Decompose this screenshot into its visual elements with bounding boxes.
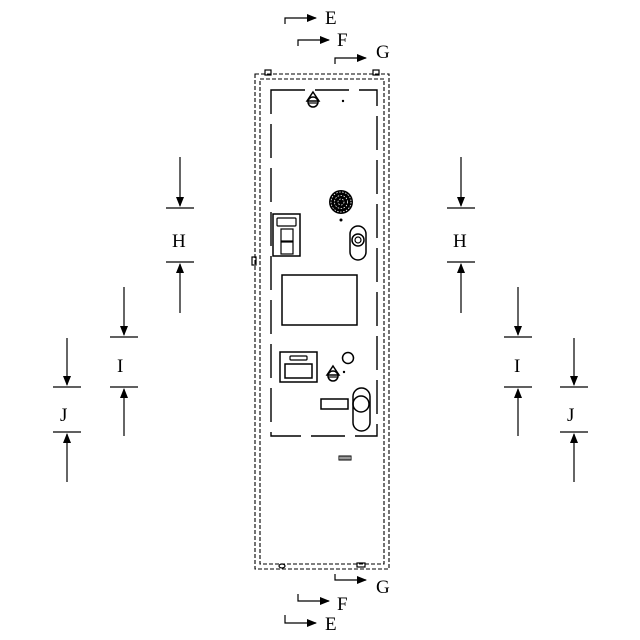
- lower-lock-icon: [327, 366, 339, 381]
- dimension-label-i-left: I: [117, 356, 123, 377]
- section-label-e-top: E: [325, 8, 337, 29]
- door-outline: [271, 90, 377, 436]
- section-cut-f-top: F: [298, 30, 348, 51]
- dimension-i-left: I: [110, 287, 138, 436]
- section-label-g-bottom: G: [376, 577, 390, 598]
- card-reader-module: [273, 214, 300, 256]
- section-cut-e-top: E: [285, 8, 337, 29]
- indicator-dot-lower: [343, 371, 345, 373]
- cabinet-outline: [252, 70, 389, 569]
- indicator-dot-top: [342, 100, 344, 102]
- bottom-tab-right: [357, 563, 365, 567]
- section-label-e-bottom: E: [325, 614, 337, 635]
- top-lock-icon: [307, 92, 319, 107]
- dimension-label-j-left: J: [60, 405, 67, 426]
- bottom-hole-left: [279, 564, 285, 568]
- speaker-grille: [329, 190, 353, 222]
- round-button: [343, 353, 354, 364]
- dimension-label-h-left: H: [172, 231, 186, 252]
- dimension-label-h-right: H: [453, 231, 467, 252]
- dimension-h-right: H: [447, 157, 475, 313]
- push-button: [350, 226, 366, 260]
- section-cut-e-bottom: E: [285, 614, 337, 635]
- card-slot: [321, 399, 348, 409]
- dimension-label-i-right: I: [514, 356, 520, 377]
- section-cut-f-bottom: F: [298, 594, 348, 615]
- section-label-f-top: F: [337, 30, 348, 51]
- dimension-i-right: I: [504, 287, 532, 436]
- dimension-j-right: J: [560, 338, 588, 482]
- dimension-label-j-right: J: [567, 405, 574, 426]
- dimension-j-left: J: [53, 338, 81, 482]
- receipt-printer-module: [280, 352, 317, 382]
- door-handle: [353, 388, 370, 431]
- dimension-h-left: H: [166, 157, 194, 313]
- display-screen: [282, 275, 357, 325]
- vent-slot: [339, 456, 351, 460]
- section-label-g-top: G: [376, 42, 390, 63]
- section-label-f-bottom: F: [337, 594, 348, 615]
